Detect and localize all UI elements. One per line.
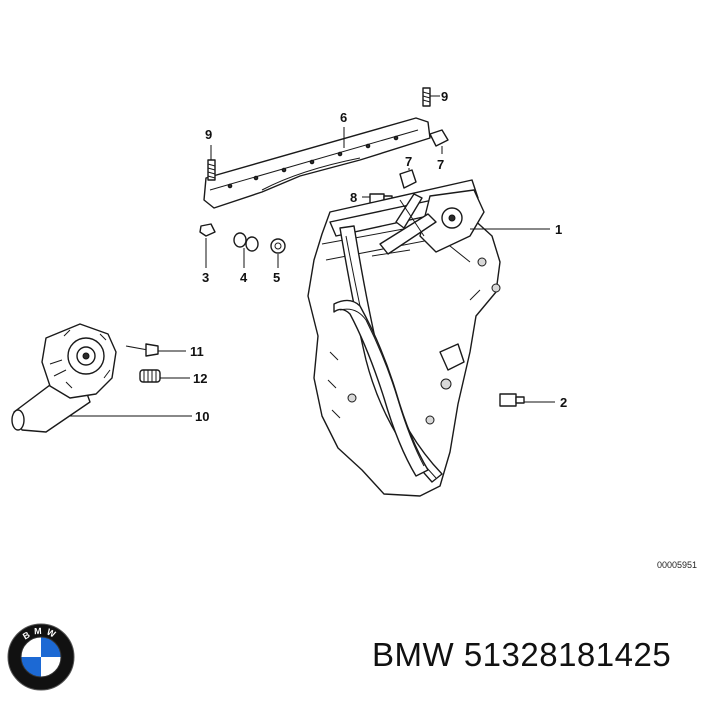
grommet-part-5 [270,238,286,254]
callout-1: 1 [555,222,562,237]
stud-bolt-part-9-left [207,159,216,181]
window-regulator-part-1 [307,179,501,497]
grommet-part-4 [233,232,259,252]
bushing-part-12 [139,369,161,383]
bolt-part-2 [499,393,525,407]
bmw-logo: BMW [7,623,75,691]
callout-11: 11 [190,344,204,359]
clip-part-7-upper [429,129,449,147]
stud-bolt-part-9-right [422,87,431,107]
callout-5: 5 [273,270,280,285]
callout-3: 3 [202,270,209,285]
reference-code: 00005951 [657,560,697,570]
rail-bracket-part-6 [203,117,431,209]
callout-9-right: 9 [441,89,448,104]
nut-part-3 [199,223,216,237]
callout-6: 6 [340,110,347,125]
callout-12: 12 [193,371,207,386]
callout-9-left: 9 [205,127,212,142]
part-number-label: BMW 51328181425 [372,636,672,673]
callout-2: 2 [560,395,567,410]
screw-part-11 [125,343,159,357]
callout-7-center: 7 [405,154,412,169]
leader-lines [70,95,555,417]
clip-part-7-lower [399,169,417,189]
callout-7-right: 7 [437,157,444,172]
callout-10: 10 [195,409,209,424]
callout-8: 8 [350,190,357,205]
callout-4: 4 [240,270,248,285]
window-motor-part-10 [11,323,117,433]
